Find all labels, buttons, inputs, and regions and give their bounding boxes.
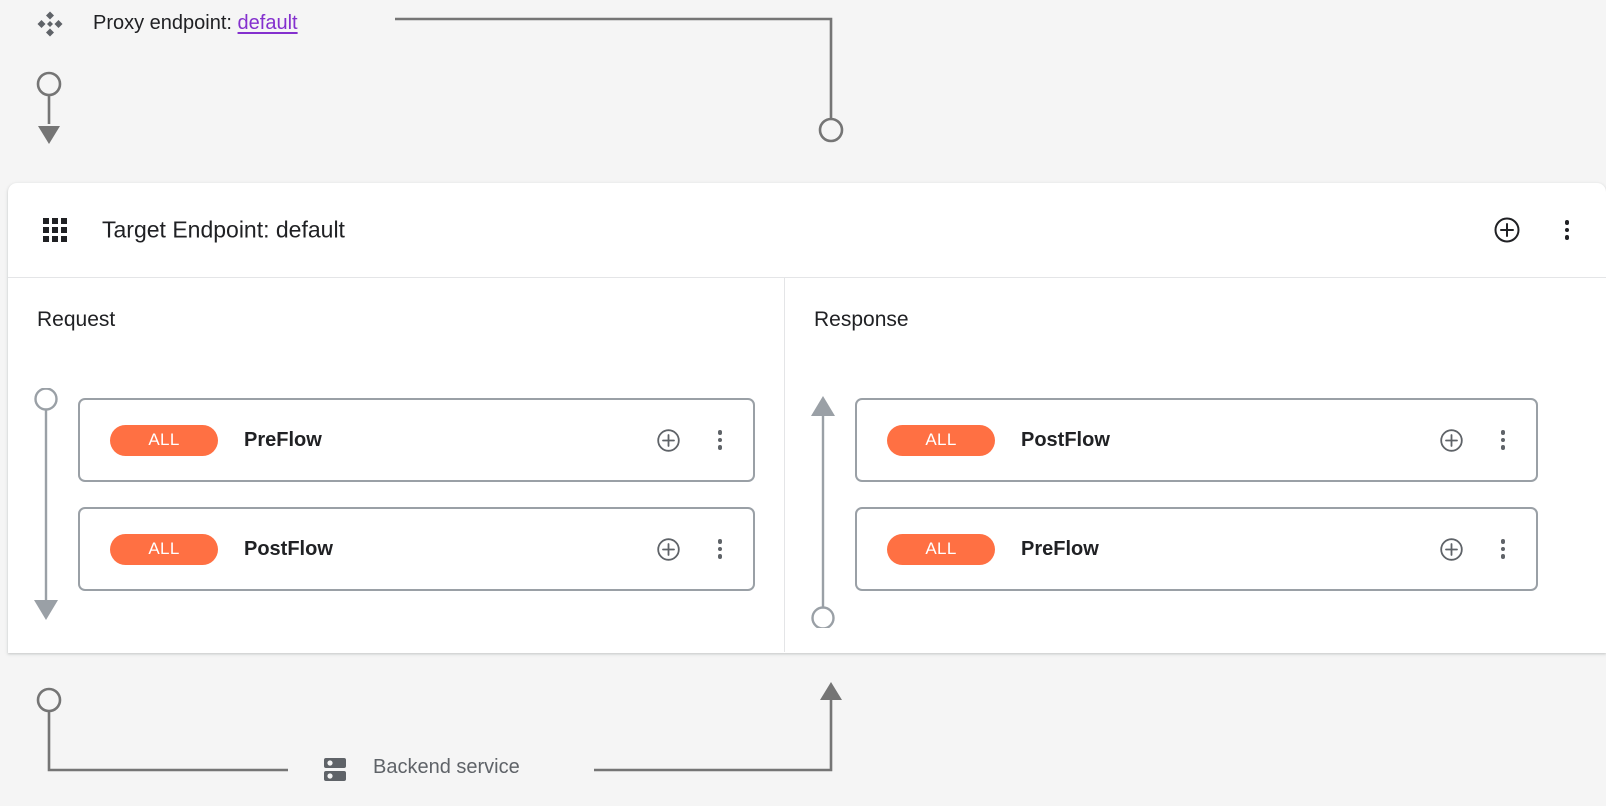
flow-row-actions <box>651 423 737 457</box>
node-circle-proxy-out[interactable] <box>36 71 62 97</box>
more-vert-icon[interactable] <box>1486 423 1520 457</box>
flow-name: PreFlow <box>244 428 322 451</box>
request-column: Request ALL PreFlow <box>8 278 785 652</box>
flow-badge: ALL <box>110 533 218 565</box>
add-circle-icon[interactable] <box>651 532 685 566</box>
more-vert-icon[interactable] <box>703 423 737 457</box>
request-column-label: Request <box>37 308 116 331</box>
add-circle-icon[interactable] <box>1490 213 1524 247</box>
response-column: Response ALL PostFlow <box>785 278 1605 652</box>
proxy-diamond-icon <box>36 10 64 38</box>
add-circle-icon[interactable] <box>651 423 685 457</box>
target-endpoint-title: Target Endpoint: default <box>102 216 345 243</box>
flow-name: PostFlow <box>1021 428 1110 451</box>
flow-row-request-postflow[interactable]: ALL PostFlow <box>78 507 755 591</box>
wire-target-to-backend <box>47 711 288 772</box>
flow-name: PreFlow <box>1021 537 1099 560</box>
target-endpoint-card: Target Endpoint: default Request <box>8 183 1606 653</box>
arrowhead-backend-up <box>820 682 842 700</box>
response-flow-rows: ALL PostFlow <box>855 398 1538 616</box>
add-circle-icon[interactable] <box>1434 532 1468 566</box>
flow-row-actions <box>1434 423 1520 457</box>
more-vert-icon[interactable] <box>703 532 737 566</box>
flow-row-request-preflow[interactable]: ALL PreFlow <box>78 398 755 482</box>
server-icon <box>320 755 350 785</box>
flow-badge: ALL <box>887 424 995 456</box>
flow-row-response-postflow[interactable]: ALL PostFlow <box>855 398 1538 482</box>
add-circle-icon[interactable] <box>1434 423 1468 457</box>
flow-badge: ALL <box>110 424 218 456</box>
flow-name: PostFlow <box>244 537 333 560</box>
node-circle-target-in[interactable] <box>818 117 844 143</box>
response-column-label: Response <box>814 308 909 331</box>
flow-row-response-preflow[interactable]: ALL PreFlow <box>855 507 1538 591</box>
target-endpoint-actions <box>1490 213 1584 247</box>
proxy-endpoint-label: Proxy endpoint: <box>93 12 232 34</box>
target-endpoint-header: Target Endpoint: default <box>8 183 1606 278</box>
request-flow-rows: ALL PreFlow <box>78 398 755 616</box>
request-flow-arrow <box>34 388 58 620</box>
more-vert-icon[interactable] <box>1550 213 1584 247</box>
proxy-endpoint-title: Proxy endpoint: default <box>93 9 298 37</box>
more-vert-icon[interactable] <box>1486 532 1520 566</box>
proxy-endpoint-value[interactable]: default <box>237 12 298 34</box>
flow-badge: ALL <box>887 533 995 565</box>
arrowhead-proxy-down <box>38 126 60 144</box>
wire-backend-to-response <box>594 697 833 772</box>
backend-service-label: Backend service <box>373 756 520 778</box>
proxy-endpoint-bar: Proxy endpoint: default <box>0 0 1606 48</box>
flow-row-actions <box>651 532 737 566</box>
grid-dots-icon <box>42 217 68 243</box>
flow-row-actions <box>1434 532 1520 566</box>
endpoint-columns: Request ALL PreFlow <box>8 278 1606 652</box>
response-flow-arrow <box>811 396 835 628</box>
node-circle-target-out[interactable] <box>36 687 62 713</box>
